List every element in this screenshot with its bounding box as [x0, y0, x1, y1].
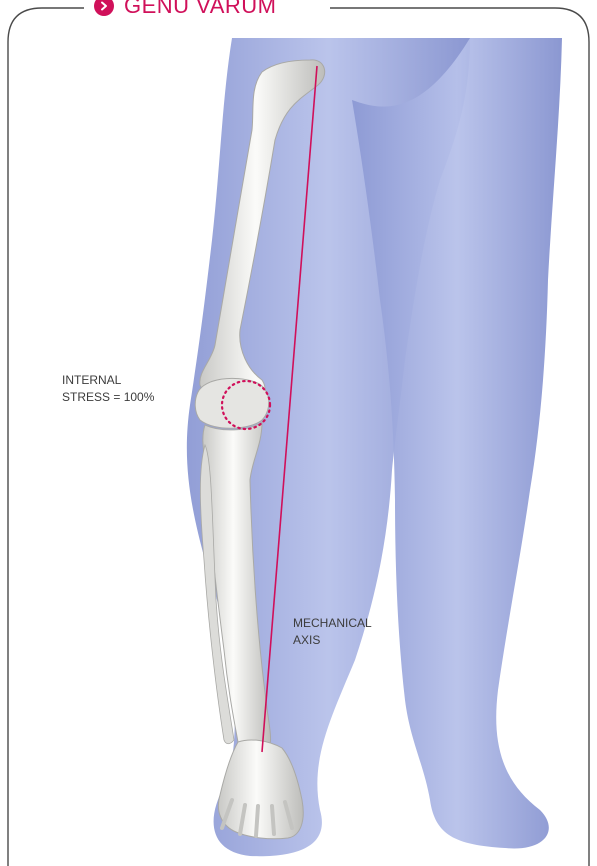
mechanical-axis-label: MECHANICAL AXIS: [293, 615, 372, 649]
chevron-right-circle-icon: [94, 0, 114, 16]
mechanical-axis-label-line2: AXIS: [293, 632, 372, 649]
knee-joint: [195, 378, 269, 428]
internal-stress-label-line1: INTERNAL: [62, 372, 154, 389]
internal-stress-label-line2: STRESS = 100%: [62, 389, 154, 406]
figure-title-text: GENU VARUM: [124, 0, 277, 17]
figure-title: GENU VARUM: [84, 0, 291, 21]
mechanical-axis-label-line1: MECHANICAL: [293, 615, 372, 632]
internal-stress-label: INTERNAL STRESS = 100%: [62, 372, 154, 406]
